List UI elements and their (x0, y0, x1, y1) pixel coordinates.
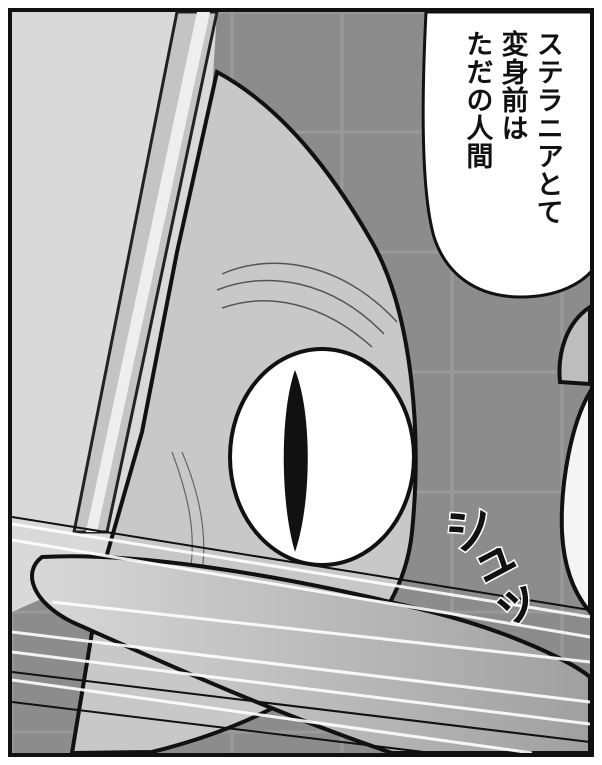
bubble-line-2: 変身前は (496, 30, 528, 142)
speed-lines (12, 522, 590, 753)
sound-effect: シュッ (427, 491, 590, 668)
tongue-whoosh (30, 554, 590, 753)
manga-panel: ステラニアとて 変身前は ただの人間 シュッ (8, 8, 594, 757)
bubble-line-3: ただの人間 (461, 30, 493, 170)
bubble-text: ステラニアとて 変身前は ただの人間 (442, 30, 582, 280)
bubble-shape (421, 12, 590, 299)
bubble-line-1: ステラニアとて (531, 30, 563, 226)
slit-pupil (283, 370, 308, 552)
creature-eye (228, 347, 416, 567)
speech-bubble: ステラニアとて 変身前は ただの人間 (416, 12, 590, 302)
speed-lines-dark (12, 516, 590, 753)
